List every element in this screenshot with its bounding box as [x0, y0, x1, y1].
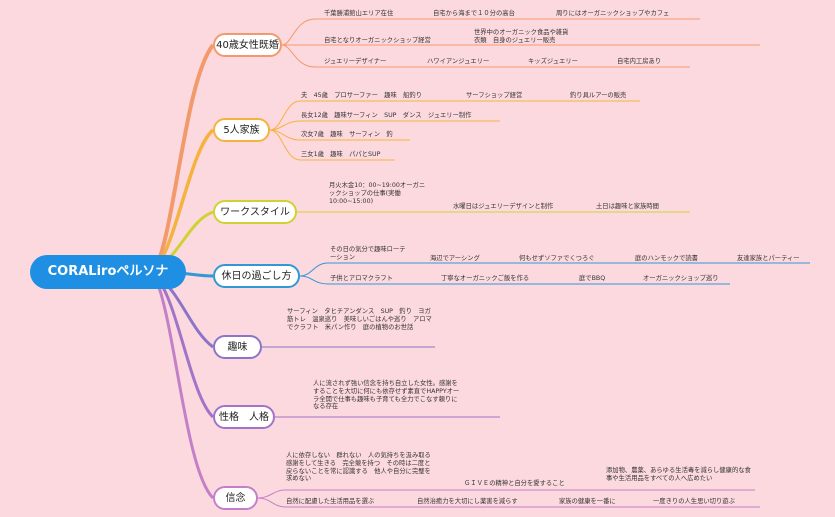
leaf-text: 自宅内工房あり	[617, 58, 662, 65]
leaf-text: 衣類 自身のジュエリー販売	[474, 37, 556, 44]
leaf-text: 一度きりの人生思い切り遊ぶ	[653, 498, 735, 505]
leaf-text: ＧＩＶＥの精神と自分を愛すること	[464, 480, 565, 487]
leaf-text: 土日は趣味と家族時間	[596, 203, 659, 210]
branch-node-family[interactable]: 5人家族	[213, 118, 270, 142]
leaf-text: 海辺でアーシング	[430, 255, 480, 262]
leaf-text: 庭でBBQ	[579, 275, 606, 282]
root-node[interactable]: CORALiroペルソナ	[30, 255, 186, 289]
branch-node-belief[interactable]: 信念	[213, 486, 258, 510]
leaf-text: 釣り具ルアーの販売	[570, 92, 627, 99]
leaf-text: ハワイアンジュエリー	[427, 58, 490, 65]
branch-node-hobby[interactable]: 趣味	[213, 335, 262, 359]
leaf-text: 家族の健康を一番に	[559, 498, 616, 505]
leaf-text: 長女12歳 趣味サーフィン SUP ダンス ジュエリー制作	[301, 112, 472, 119]
leaf-text: ジュエリーデザイナー	[324, 58, 387, 65]
leaf-text: 水曜日はジュエリーデザインと制作	[453, 203, 554, 210]
branch-node-holiday[interactable]: 休日の過ごし方	[213, 264, 300, 288]
leaf-text: 千葉勝浦館山エリア在住	[324, 10, 394, 17]
branch-node-personality[interactable]: 性格 人格	[213, 405, 275, 429]
leaf-text: 自宅から海まで１０分の高台	[433, 10, 515, 17]
leaf-text: 何もせずソファでくつろぐ	[519, 255, 595, 262]
leaf-text: 自然治癒力を大切にし薬害を減らす	[417, 498, 518, 505]
leaf-text: 周りにはオーガニックショップやカフェ	[556, 10, 670, 17]
leaf-text: 添加物、農薬、あらゆる生活毒を減らし健康的な食事や生活用品をすべての人へ広めたい	[606, 467, 751, 482]
leaf-text: キッズジュエリー	[528, 58, 578, 65]
leaf-text: サーフショップ経営	[466, 92, 523, 99]
leaf-text: 三女1歳 趣味 パパとSUP	[301, 151, 381, 158]
leaf-text: 子供とアロマクラフト	[330, 275, 393, 282]
branch-node-age[interactable]: 40歳女性既婚	[213, 33, 282, 57]
leaf-text: 人に依存しない 群れない 人の気持ちを汲み取る 感謝をして生きる 完全競を持つ …	[286, 452, 438, 483]
leaf-text: 夫 45歳 プロサーファー 趣味 船釣り	[301, 92, 422, 99]
leaf-text: サーフィン タヒチアンダンス SUP 釣り ヨガ 筋トレ 温泉巡り 美味しいごは…	[287, 308, 438, 331]
branch-node-workstyle[interactable]: ワークスタイル	[213, 200, 297, 224]
leaf-text: 庭のハンモックで読書	[635, 255, 698, 262]
leaf-text: 世界中のオーガニック食品や雑貨	[474, 29, 569, 36]
leaf-text: 自然に配慮した生活用品を選ぶ	[286, 498, 375, 505]
leaf-text: 人に流されず強い信念を持ち自立した女性。感謝をすることを大切に何にも依存せず素直…	[313, 380, 460, 411]
leaf-text: 丁寧なオーガニックご飯を作る	[441, 275, 530, 282]
leaf-text: 次女7歳 趣味 サーフィン 釣	[301, 131, 393, 138]
leaf-text: 友達家族とパーティー	[737, 255, 800, 262]
leaf-text: 自宅となりオーガニックショップ経営	[324, 37, 431, 44]
leaf-text: その日の気分で趣味ローテーション	[330, 246, 406, 261]
leaf-text: 月火木金10：00~19:00オーガニックショップの仕事(実働10:00~15:…	[329, 182, 426, 205]
leaf-text: オーガニックショップ巡り	[643, 275, 719, 282]
